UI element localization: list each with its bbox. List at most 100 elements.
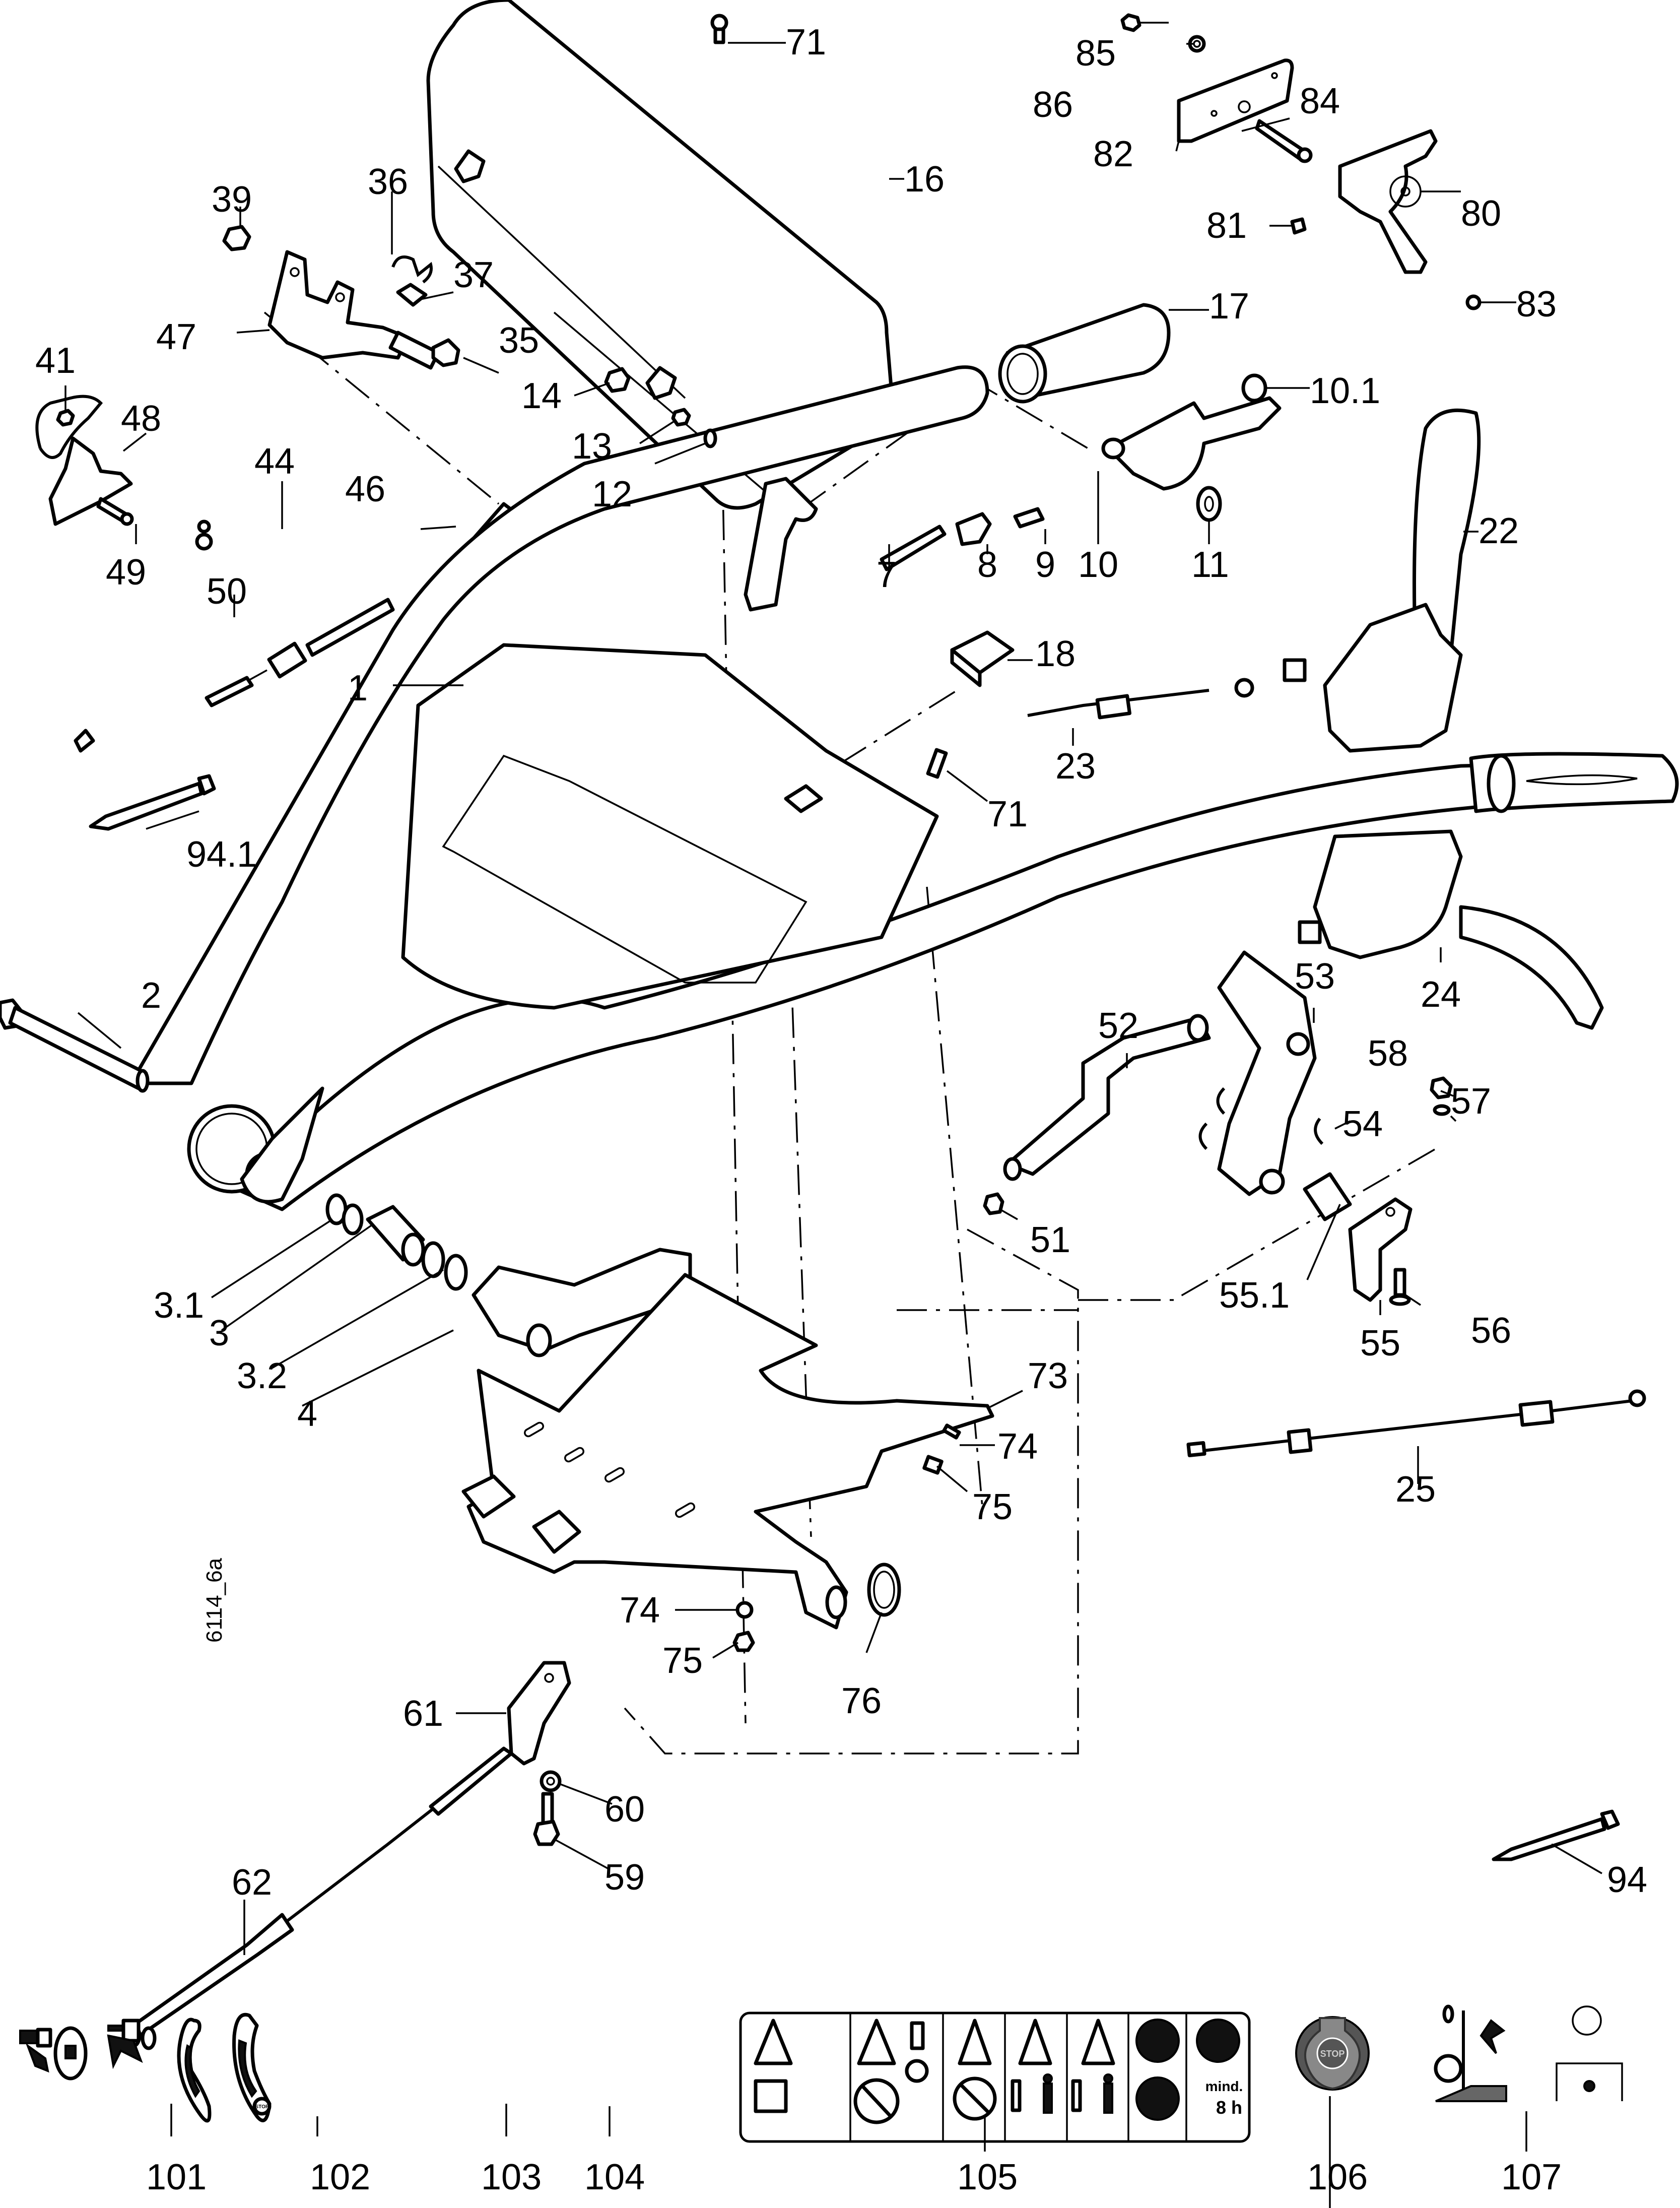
callout-105: 105: [957, 2157, 1018, 2197]
part-8-sleeve[interactable]: [955, 512, 992, 546]
callout-60: 60: [604, 1789, 645, 1830]
part-51-nut[interactable]: [983, 1192, 1004, 1215]
part-3-1-washers[interactable]: [325, 1193, 364, 1236]
part-14-nut[interactable]: [604, 367, 631, 393]
part-71-screw-top[interactable]: [710, 14, 728, 44]
part-1-handlebar-frame[interactable]: [129, 365, 1679, 1211]
part-4-lever-handle[interactable]: [472, 1248, 692, 1357]
part-36-clip[interactable]: [391, 255, 433, 284]
callout-62: 62: [232, 1862, 272, 1903]
part-37-pin[interactable]: [396, 283, 428, 307]
part-12-washer[interactable]: [703, 428, 717, 448]
part-3-sleeve[interactable]: [366, 1205, 425, 1267]
callout-50: 50: [207, 571, 247, 612]
callout-3: 3: [209, 1313, 229, 1353]
callout-36: 36: [368, 162, 408, 202]
part-35-bolt[interactable]: [388, 331, 460, 370]
decal-106-stop[interactable]: STOP: [1295, 2016, 1370, 2091]
part-3-2-washers[interactable]: [421, 1241, 468, 1291]
part-60-washer[interactable]: [540, 1770, 562, 1792]
part-54-e-clips[interactable]: [1198, 1087, 1324, 1150]
part-82-bracket[interactable]: [1177, 58, 1294, 143]
callout-80: 80: [1461, 193, 1501, 234]
part-55-bracket[interactable]: [1348, 1197, 1413, 1302]
part-73-mounting-plate[interactable]: [461, 1273, 994, 1630]
ejection-warning-icon: [958, 2019, 992, 2065]
part-46-clip[interactable]: [195, 519, 213, 551]
part-10-lever[interactable]: [1101, 396, 1282, 491]
part-56-bolt[interactable]: [1389, 1268, 1411, 1306]
part-47-lever[interactable]: [267, 250, 410, 360]
part-94-cable-tie[interactable]: [1492, 1809, 1620, 1861]
part-24-brake-lever[interactable]: [1298, 829, 1604, 1030]
callout-1: 1: [348, 668, 368, 708]
part-57-washer[interactable]: [1433, 1104, 1451, 1116]
part-7-rod[interactable]: [880, 525, 947, 571]
part-23-cable[interactable]: [1027, 678, 1254, 720]
callout-84: 84: [1300, 81, 1340, 121]
decal-107[interactable]: [1434, 2004, 1623, 2102]
callout-59: 59: [604, 1857, 645, 1898]
fuel-pump-icon: [910, 2021, 925, 2050]
part-2-axle-bolt[interactable]: [0, 998, 150, 1093]
callout-83: 83: [1516, 284, 1557, 324]
part-11-washer[interactable]: [1196, 486, 1222, 522]
decal-103[interactable]: [177, 2018, 212, 2123]
callout-94: 94: [1607, 1860, 1647, 1900]
part-80-throttle-lever[interactable]: [1338, 129, 1438, 274]
oil-check-icon: [1196, 2019, 1240, 2063]
part-39-nut[interactable]: [222, 225, 251, 251]
part-59-bolt[interactable]: [533, 1792, 560, 1846]
part-62-cable[interactable]: [124, 1746, 513, 2048]
callout-71-lower: 71: [987, 794, 1028, 834]
decal-104[interactable]: STOP: [232, 2013, 272, 2122]
ear-protection-icon: [1135, 2019, 1180, 2063]
part-48-spring[interactable]: [35, 395, 103, 459]
cutting-warning-icon: [1081, 2019, 1115, 2065]
decal-105-mind-text: mind.: [1205, 2079, 1243, 2094]
part-13-nut[interactable]: [671, 408, 691, 427]
part-74-pin-right[interactable]: [942, 1423, 961, 1440]
callout-18: 18: [1035, 634, 1076, 674]
part-41-nut[interactable]: [56, 409, 75, 427]
part-22-shift-lever[interactable]: [1283, 408, 1481, 753]
part-55-1-bushing[interactable]: [1303, 1172, 1352, 1221]
part-94-1-cable-tie[interactable]: [89, 774, 216, 831]
callout-8: 8: [977, 545, 997, 585]
part-76-grommet[interactable]: [867, 1563, 901, 1617]
callout-103: 103: [481, 2157, 542, 2197]
decal-102[interactable]: [107, 2019, 157, 2069]
part-71-screw-lower[interactable]: [926, 748, 948, 779]
callout-74-center: 74: [620, 1590, 660, 1631]
callout-76: 76: [841, 1681, 882, 1721]
callout-54: 54: [1342, 1104, 1383, 1144]
part-61-bracket[interactable]: [507, 1661, 571, 1766]
decal-101[interactable]: [19, 2026, 88, 2081]
callout-4: 4: [297, 1394, 317, 1434]
part-49-bracket[interactable]: [48, 436, 133, 526]
part-9-pin[interactable]: [1013, 507, 1045, 529]
part-18-plug[interactable]: [950, 630, 1015, 687]
part-10-1-bushing[interactable]: [1241, 373, 1267, 403]
part-53-lever-arm[interactable]: [1217, 950, 1317, 1196]
part-85-nut[interactable]: [1120, 13, 1141, 32]
callout-75: 75: [972, 1487, 1013, 1527]
callout-104: 104: [584, 2157, 645, 2197]
manual-icon: [754, 2079, 788, 2113]
decal-104-stop-text: STOP: [255, 2104, 268, 2110]
decal-105-safety-label[interactable]: mind. 8 h: [739, 2011, 1251, 2143]
part-75-nut-right[interactable]: [922, 1455, 944, 1475]
part-17-grip[interactable]: [998, 303, 1171, 404]
part-84-pin[interactable]: [1255, 119, 1313, 163]
part-81-nipple[interactable]: [1290, 217, 1307, 235]
part-52-linkage-rod[interactable]: [1003, 1014, 1211, 1181]
handle-bracket[interactable]: [744, 477, 818, 612]
part-75-nut-center[interactable]: [732, 1631, 755, 1652]
pivot-gear: [187, 1086, 324, 1204]
callout-58: 58: [1368, 1033, 1408, 1074]
part-83-screw[interactable]: [1465, 294, 1482, 310]
part-74-washer-center[interactable]: [735, 1601, 754, 1619]
callout-35: 35: [499, 320, 539, 361]
part-44-pin[interactable]: [96, 497, 134, 526]
part-25-cable[interactable]: [1186, 1389, 1646, 1458]
